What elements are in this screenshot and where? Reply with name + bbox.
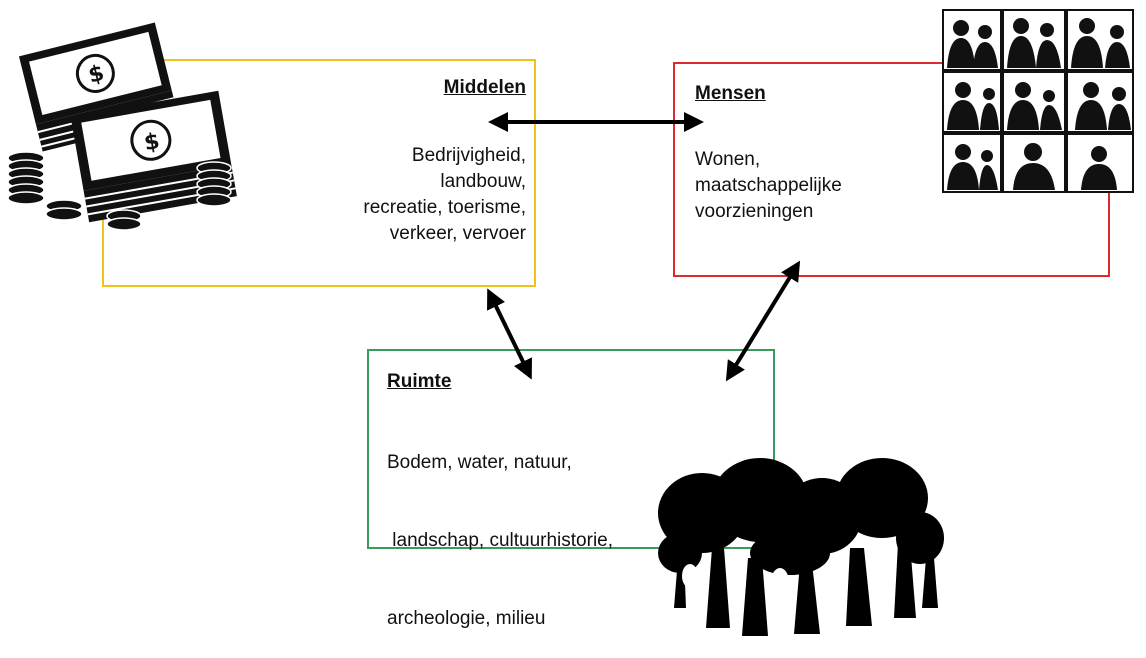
arrow-middelen-ruimte xyxy=(489,292,530,376)
trees-icon xyxy=(650,458,945,638)
money-stack-icon: $ $ xyxy=(4,8,249,233)
people-group-icon xyxy=(941,8,1137,196)
arrow-mensen-ruimte xyxy=(728,264,798,378)
